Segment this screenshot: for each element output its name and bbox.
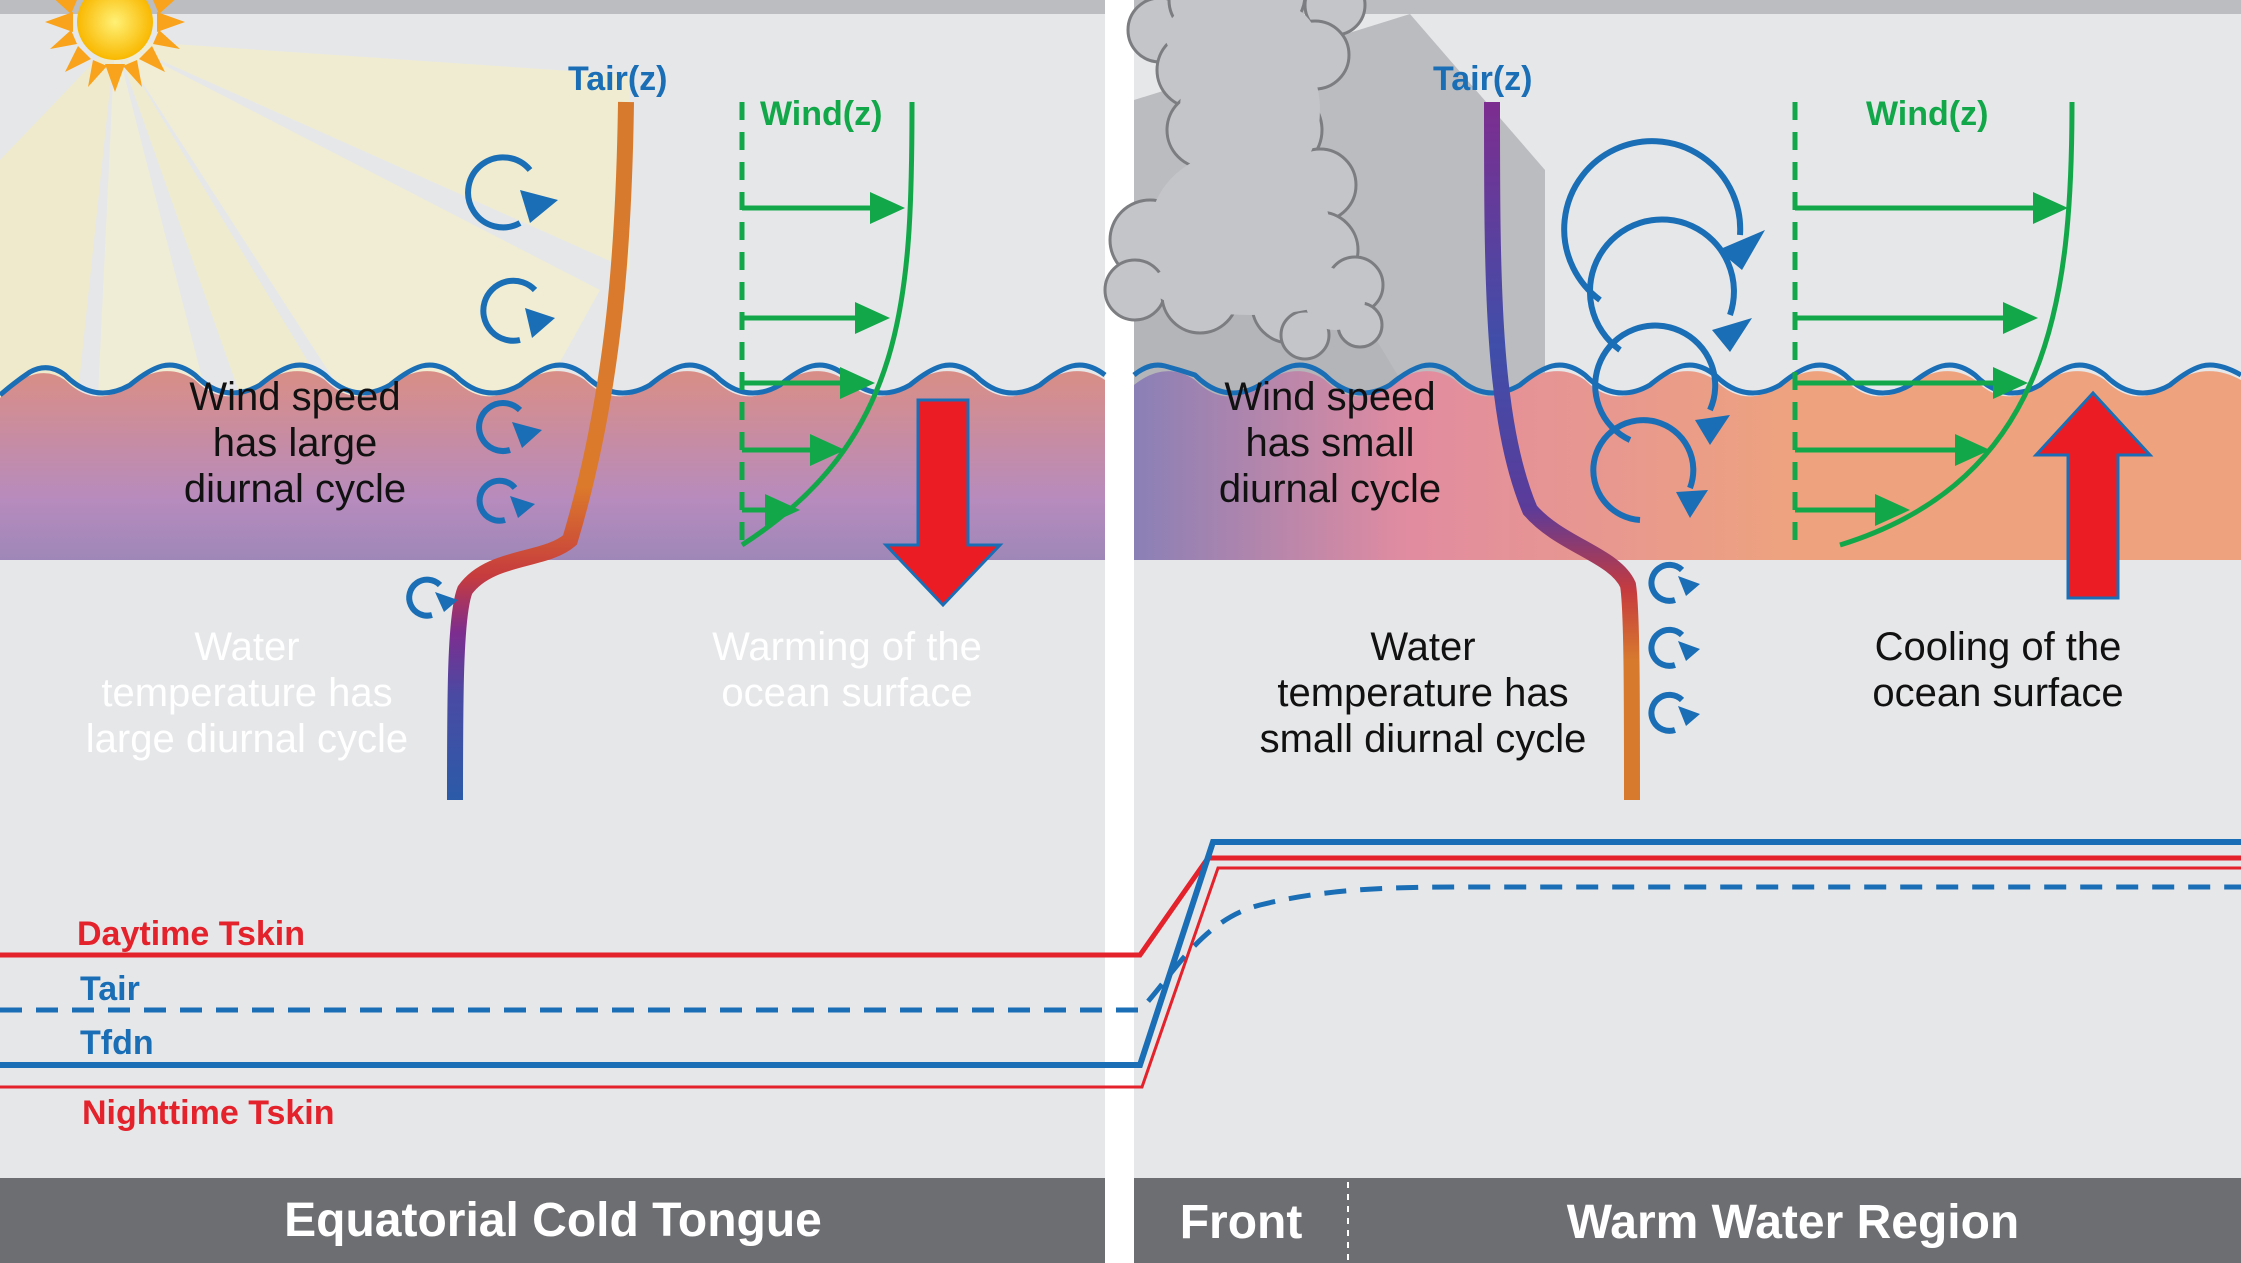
left-wave-line bbox=[0, 362, 1107, 397]
svg-text:Warming of the: Warming of the bbox=[712, 625, 982, 669]
tair-line bbox=[0, 884, 2241, 1013]
footer-right-bar bbox=[1134, 1178, 2241, 1263]
right-tair-label: Tair(z) bbox=[1433, 60, 1532, 98]
temperature-lines bbox=[0, 839, 2241, 1089]
left-tair-profile bbox=[447, 101, 634, 801]
footer-right-region: Warm Water Region bbox=[1567, 1196, 2019, 1249]
svg-text:Wind speed: Wind speed bbox=[189, 375, 400, 419]
svg-text:temperature has: temperature has bbox=[1277, 671, 1568, 715]
sun-icon bbox=[45, 0, 185, 92]
left-tair-label: Tair(z) bbox=[568, 60, 667, 98]
eddy-arrow-icon bbox=[476, 400, 523, 454]
left-water-text: Water temperature has large diurnal cycl… bbox=[86, 625, 408, 761]
legend-nighttime-tskin: Nighttime Tskin bbox=[82, 1094, 335, 1132]
legend-daytime-tskin: Daytime Tskin bbox=[77, 915, 305, 953]
footer-left-region: Equatorial Cold Tongue bbox=[284, 1194, 822, 1247]
svg-text:large diurnal cycle: large diurnal cycle bbox=[86, 717, 408, 761]
svg-text:has small: has small bbox=[1246, 421, 1415, 465]
svg-text:Water: Water bbox=[1370, 625, 1475, 669]
eddy-arrow-icon bbox=[1648, 691, 1685, 734]
left-wind-text: Wind speed has large diurnal cycle bbox=[184, 375, 406, 511]
svg-text:ocean surface: ocean surface bbox=[721, 671, 972, 715]
storm-cloud-icon bbox=[1103, 0, 1385, 361]
cooling-arrow-icon bbox=[2032, 390, 2154, 600]
eddy-arrow-icon bbox=[465, 154, 533, 231]
right-water-text: Water temperature has small diurnal cycl… bbox=[1260, 625, 1587, 761]
left-wind-label: Wind(z) bbox=[760, 95, 882, 133]
eddy-arrow-icon bbox=[1590, 417, 1697, 523]
svg-text:small diurnal cycle: small diurnal cycle bbox=[1260, 717, 1587, 761]
eddy-arrow-icon bbox=[480, 277, 538, 344]
right-wind-label: Wind(z) bbox=[1866, 95, 1988, 133]
right-ocean-text: Cooling of the ocean surface bbox=[1872, 625, 2123, 715]
svg-text:Wind speed: Wind speed bbox=[1224, 375, 1435, 419]
footer-front: Front bbox=[1180, 1196, 1303, 1249]
nighttime-tskin-line bbox=[0, 866, 2241, 1089]
eddy-arrow-icon bbox=[476, 477, 518, 524]
svg-text:has large: has large bbox=[213, 421, 378, 465]
right-wave-line bbox=[1132, 362, 2241, 396]
eddy-arrow-icon bbox=[1586, 216, 1737, 353]
tfdn-line bbox=[0, 839, 2241, 1068]
eddy-arrow-icon bbox=[406, 576, 443, 619]
footer-left-bar bbox=[0, 1178, 1105, 1263]
eddy-arrow-icon bbox=[1648, 561, 1685, 604]
svg-text:diurnal cycle: diurnal cycle bbox=[184, 467, 406, 511]
daytime-tskin-line bbox=[0, 855, 2241, 958]
left-wind-profile bbox=[739, 101, 915, 548]
svg-text:diurnal cycle: diurnal cycle bbox=[1219, 467, 1441, 511]
warming-arrow-icon bbox=[882, 398, 1004, 608]
right-tair-profile bbox=[1484, 101, 1640, 801]
eddy-arrow-icon bbox=[1648, 626, 1685, 669]
legend-tfdn: Tfdn bbox=[80, 1024, 154, 1062]
left-eddies bbox=[406, 154, 558, 619]
svg-text:temperature has: temperature has bbox=[101, 671, 392, 715]
eddy-arrow-icon bbox=[1561, 138, 1744, 303]
left-ocean-text: Warming of the ocean surface bbox=[712, 625, 982, 715]
right-eddies bbox=[1561, 138, 1765, 734]
svg-text:ocean surface: ocean surface bbox=[1872, 671, 2123, 715]
right-wind-profile bbox=[1792, 101, 2075, 548]
svg-text:Cooling of the: Cooling of the bbox=[1875, 625, 2122, 669]
right-wind-text: Wind speed has small diurnal cycle bbox=[1219, 375, 1441, 511]
legend-tair: Tair bbox=[80, 970, 140, 1008]
svg-text:Water: Water bbox=[194, 625, 299, 669]
eddy-arrow-icon bbox=[1592, 322, 1719, 443]
